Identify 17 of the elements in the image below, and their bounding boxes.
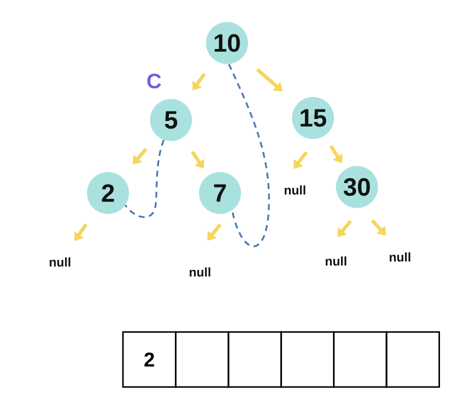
null-label: null bbox=[390, 252, 410, 262]
tree-node: 5 bbox=[150, 99, 192, 141]
tree-node: 2 bbox=[87, 172, 129, 214]
arrow bbox=[132, 148, 148, 164]
tree-node: 30 bbox=[336, 166, 378, 208]
array-cell: 2 bbox=[122, 331, 176, 388]
arrow bbox=[192, 72, 206, 90]
tree-node: 10 bbox=[206, 22, 248, 64]
null-label: null bbox=[50, 257, 70, 267]
tree-node: 15 bbox=[292, 97, 334, 139]
null-label: null bbox=[326, 256, 346, 266]
null-label: null bbox=[190, 267, 210, 277]
tree-node: 7 bbox=[199, 172, 241, 214]
dashed-path bbox=[228, 64, 270, 247]
null-label: null bbox=[284, 185, 306, 195]
pointer-letter: C bbox=[147, 74, 161, 88]
dashed-path bbox=[124, 140, 165, 218]
